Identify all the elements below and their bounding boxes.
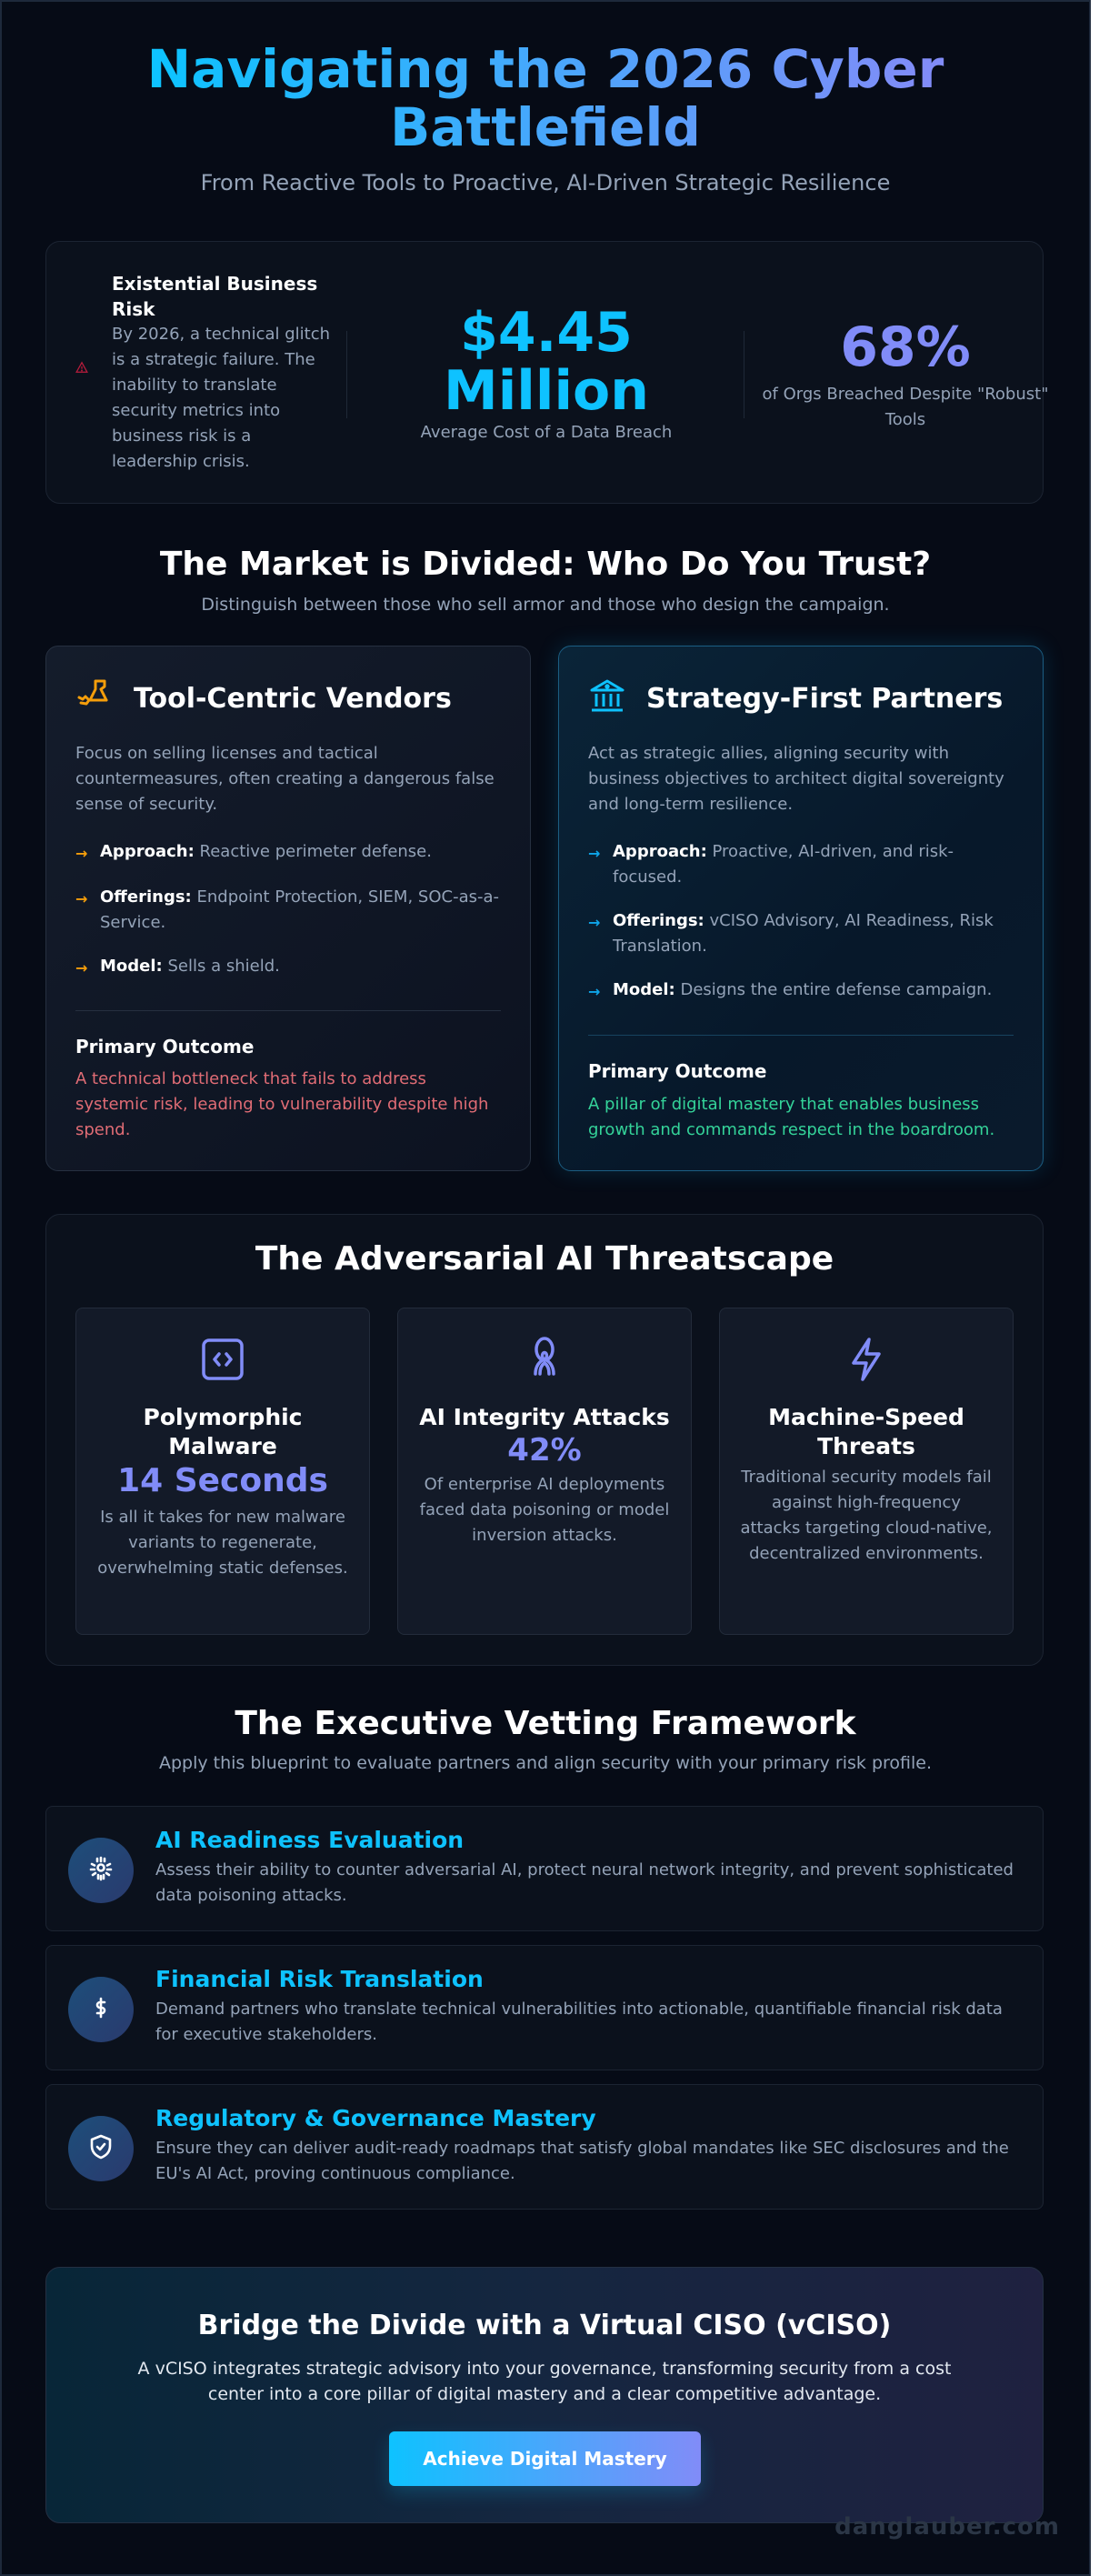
item-text: Reactive perimeter defense. [199, 842, 432, 861]
tool-centric-header: Tool-Centric Vendors [75, 677, 452, 719]
threat-card-title: AI Integrity Attacks [419, 1404, 670, 1430]
vetting-card-title: Regulatory & Governance Mastery [155, 2105, 596, 2131]
watermark: danglauber.com [834, 2513, 1060, 2541]
list-item: → Approach: Reactive perimeter defense. [75, 839, 508, 867]
threat-card-text: Is all it takes for new malware variants… [97, 1508, 348, 1578]
threat-card-title: Machine-Speed Threats [768, 1404, 964, 1459]
list-item: → Offerings: vCISO Advisory, AI Readiness… [588, 908, 1021, 959]
dollar-icon [86, 1993, 115, 2026]
tool-centric-list: → Approach: Reactive perimeter defense. →… [75, 839, 508, 999]
threat-card-title: Polymorphic Malware [143, 1404, 303, 1459]
breached-label: of Orgs Breached Despite "Robust" Tools [762, 385, 1049, 429]
vetting-card-text: Demand partners who translate technical … [155, 2000, 1003, 2044]
vetting-subtitle: Apply this blueprint to evaluate partner… [158, 1753, 933, 1773]
vetting-card-title: Financial Risk Translation [155, 1966, 484, 1992]
vetting-title: The Executive Vetting Framework [235, 1705, 856, 1742]
ai-brain-icon [86, 1854, 115, 1887]
arrow-right-icon: → [588, 845, 601, 862]
achieve-digital-mastery-button[interactable]: Achieve Digital Mastery [389, 2431, 701, 2486]
arrow-right-icon: → [588, 914, 601, 931]
vetting-icon-badge [68, 1838, 134, 1903]
item-text: Sells a shield. [167, 957, 280, 976]
user-network-icon [521, 1337, 568, 1387]
arrow-right-icon: → [75, 845, 88, 862]
arrow-right-icon: → [588, 983, 601, 1000]
page-subtitle: From Reactive Tools to Proactive, AI-Dri… [200, 170, 891, 195]
vetting-card: Financial Risk Translation Demand partne… [45, 1945, 1044, 2070]
strategy-first-description: Act as strategic allies, aligning securi… [588, 744, 1004, 814]
institution-icon [588, 677, 626, 719]
tool-centric-title: Tool-Centric Vendors [134, 682, 452, 715]
list-item: → Offerings: Endpoint Protection, SIEM, S… [75, 885, 508, 936]
cta-title: Bridge the Divide with a Virtual CISO (v… [197, 2310, 892, 2341]
threat-card-stat: 14 Seconds [117, 1462, 328, 1499]
threat-card: Machine-Speed Threats Traditional securi… [719, 1308, 1014, 1635]
breach-cost-stat: $4.45 Million Average Cost of a Data Bre… [355, 304, 737, 446]
divider [588, 1035, 1014, 1036]
vetting-card-text: Assess their ability to counter adversar… [155, 1860, 1014, 1905]
lightning-bolt-icon [843, 1338, 890, 1387]
threatscape-title: The Adversarial AI Threatscape [255, 1240, 834, 1278]
market-title: The Market is Divided: Who Do You Trust? [159, 546, 932, 583]
strategy-first-list: → Approach: Proactive, AI-driven, and ris… [588, 839, 1021, 1023]
tool-centric-outcome-title: Primary Outcome [75, 1036, 255, 1057]
risk-title: Existential Business Risk [112, 273, 318, 320]
vetting-card-text: Ensure they can deliver audit-ready road… [155, 2139, 1009, 2183]
threat-card-text: Of enterprise AI deployments faced data … [419, 1475, 670, 1545]
cta-text: A vCISO integrates strategic advisory in… [137, 2359, 952, 2404]
item-text: Endpoint Protection, SIEM, SOC-as-a-Serv… [100, 887, 499, 932]
tools-icon [75, 677, 114, 719]
threat-card-stat: 42% [507, 1432, 582, 1468]
vetting-card: AI Readiness Evaluation Assess their abi… [45, 1806, 1044, 1931]
market-subtitle: Distinguish between those who sell armor… [201, 595, 890, 615]
divider [75, 1010, 501, 1011]
strategy-first-card: Strategy-First Partners Act as strategic… [558, 646, 1044, 1171]
strategy-first-title: Strategy-First Partners [646, 682, 1004, 715]
strategy-first-outcome-title: Primary Outcome [588, 1060, 767, 1082]
list-item: → Approach: Proactive, AI-driven, and ris… [588, 839, 1021, 890]
tool-centric-description: Focus on selling licenses and tactical c… [75, 744, 495, 814]
shield-check-icon [86, 2132, 115, 2165]
threat-card-text: Traditional security models fail against… [740, 1468, 993, 1563]
item-label: Model: [613, 980, 675, 999]
breached-value: 68% [840, 316, 971, 379]
warning-triangle-icon [75, 360, 88, 373]
risk-block: Existential Business Risk By 2026, a tec… [112, 271, 330, 475]
item-label: Approach: [613, 842, 707, 861]
strategy-first-header: Strategy-First Partners [588, 677, 1003, 719]
tool-centric-card: Tool-Centric Vendors Focus on selling li… [45, 646, 531, 1171]
stats-card: Existential Business Risk By 2026, a tec… [45, 241, 1048, 504]
vetting-icon-badge [68, 1977, 134, 2042]
breach-cost-label: Average Cost of a Data Breach [420, 423, 673, 442]
item-text: vCISO Advisory, AI Readiness, Risk Trans… [613, 911, 994, 956]
item-label: Offerings: [100, 887, 192, 907]
threat-card: Polymorphic Malware 14 Seconds Is all it… [75, 1308, 370, 1635]
vetting-icon-badge [68, 2116, 134, 2181]
item-label: Model: [100, 957, 163, 976]
item-label: Approach: [100, 842, 195, 861]
threat-card: AI Integrity Attacks 42% Of enterprise A… [397, 1308, 692, 1635]
stats-divider [346, 331, 347, 418]
arrow-right-icon: → [75, 890, 88, 907]
breach-cost-value-line1: $4.45 [460, 301, 633, 365]
tool-centric-outcome-text: A technical bottleneck that fails to add… [75, 1069, 489, 1139]
cta-section: Bridge the Divide with a Virtual CISO (v… [45, 2267, 1044, 2523]
item-label: Offerings: [613, 911, 704, 930]
list-item: → Model: Sells a shield. [75, 954, 508, 981]
threatscape-section: The Adversarial AI Threatscape Polymorph… [45, 1214, 1044, 1666]
strategy-first-outcome-text: A pillar of digital mastery that enables… [588, 1095, 995, 1139]
risk-body: By 2026, a technical glitch is a strateg… [112, 325, 331, 471]
breached-stat: 68% of Orgs Breached Despite "Robust" To… [755, 313, 1055, 433]
item-text: Designs the entire defense campaign. [680, 980, 993, 999]
vetting-card: Regulatory & Governance Mastery Ensure t… [45, 2084, 1044, 2210]
item-text: Proactive, AI-driven, and risk-focused. [613, 842, 954, 887]
list-item: → Model: Designs the entire defense campa… [588, 977, 1021, 1005]
arrow-right-icon: → [75, 959, 88, 977]
page-title: Navigating the 2026 Cyber Battlefield [2, 40, 1089, 156]
vetting-card-title: AI Readiness Evaluation [155, 1827, 465, 1853]
code-icon [199, 1338, 246, 1387]
breach-cost-value-line2: Million [444, 359, 649, 423]
